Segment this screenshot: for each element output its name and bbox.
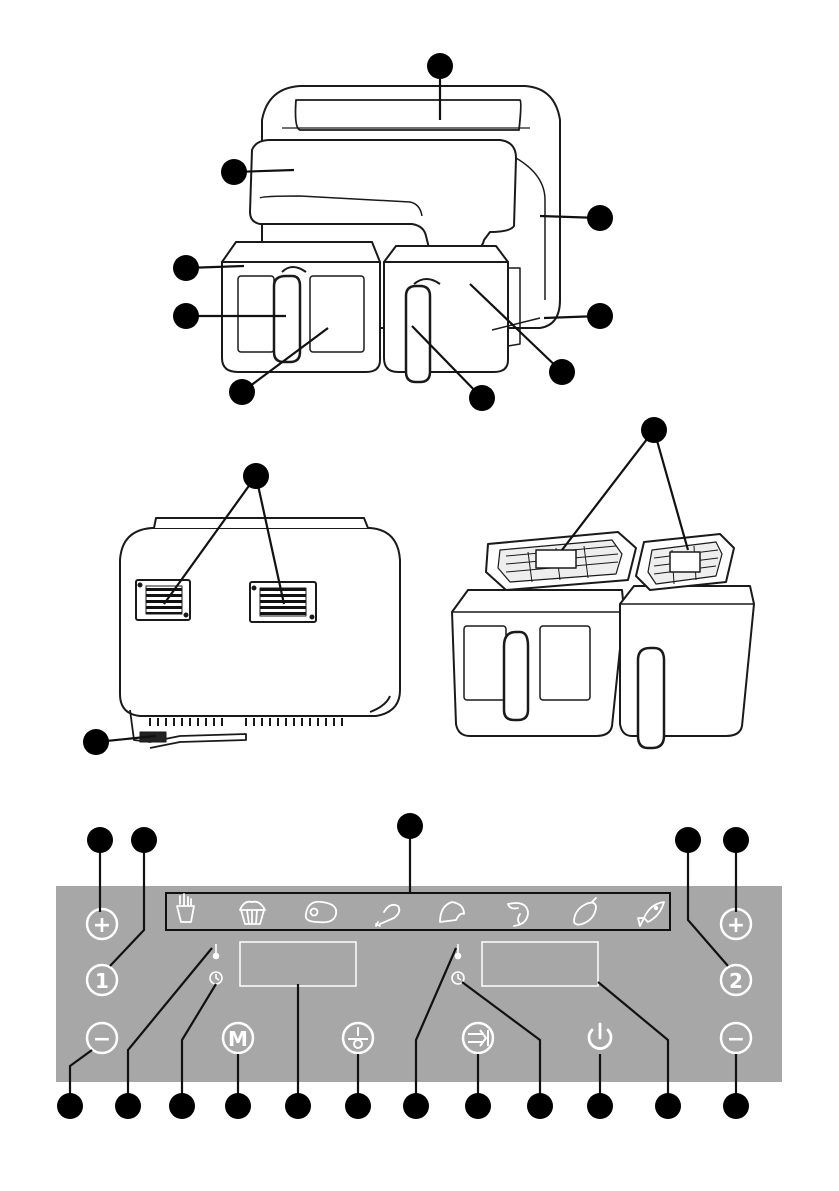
- bottom-slots: [150, 718, 342, 726]
- callout-dot: [229, 379, 255, 405]
- callout-dot: [469, 385, 495, 411]
- right-basket-handle: [638, 648, 664, 748]
- callout-dot: [587, 1093, 613, 1119]
- svg-text:−: −: [727, 1027, 745, 1052]
- left-basket-handle: [504, 632, 528, 720]
- callout-dot: [285, 1093, 311, 1119]
- svg-text:2: 2: [729, 969, 743, 993]
- left-handle: [274, 276, 300, 362]
- svg-text:−: −: [93, 1027, 111, 1052]
- panel-background: [56, 886, 782, 1082]
- callout-dot: [131, 827, 157, 853]
- callout-dot: [397, 813, 423, 839]
- callout-dot: [221, 159, 247, 185]
- svg-text:1: 1: [95, 969, 109, 993]
- callout-dot: [427, 53, 453, 79]
- svg-text:M: M: [228, 1027, 248, 1051]
- callout-dot: [587, 205, 613, 231]
- callout-dot: [87, 827, 113, 853]
- callout-dot: [243, 463, 269, 489]
- airfryer-back-view: [120, 518, 400, 748]
- callout-dot: [465, 1093, 491, 1119]
- control-panel: + 1 − + 2 −: [56, 886, 782, 1082]
- callout-dot: [225, 1093, 251, 1119]
- callout-dot: [549, 359, 575, 385]
- callout-dot: [403, 1093, 429, 1119]
- callout-dot: [173, 303, 199, 329]
- callout-dot: [173, 255, 199, 281]
- right-drawer: [384, 262, 508, 372]
- callout-dot: [115, 1093, 141, 1119]
- callout-dot: [675, 827, 701, 853]
- right-handle: [406, 286, 430, 382]
- callout-dot: [83, 729, 109, 755]
- callout-dot: [723, 1093, 749, 1119]
- left-crisper-plate: [486, 532, 636, 590]
- svg-text:+: +: [93, 913, 111, 938]
- callout-dot: [169, 1093, 195, 1119]
- callout-dot: [723, 827, 749, 853]
- callout-dot: [527, 1093, 553, 1119]
- top-control-window: [296, 100, 521, 130]
- back-vent-left: [136, 580, 190, 620]
- callout-dot: [57, 1093, 83, 1119]
- callout-dot: [345, 1093, 371, 1119]
- svg-text:+: +: [727, 913, 745, 938]
- airfryer-baskets-view: [452, 532, 754, 748]
- airfryer-front-view: [222, 86, 560, 382]
- callout-dot: [641, 417, 667, 443]
- callout-dot: [587, 303, 613, 329]
- callout-dot: [655, 1093, 681, 1119]
